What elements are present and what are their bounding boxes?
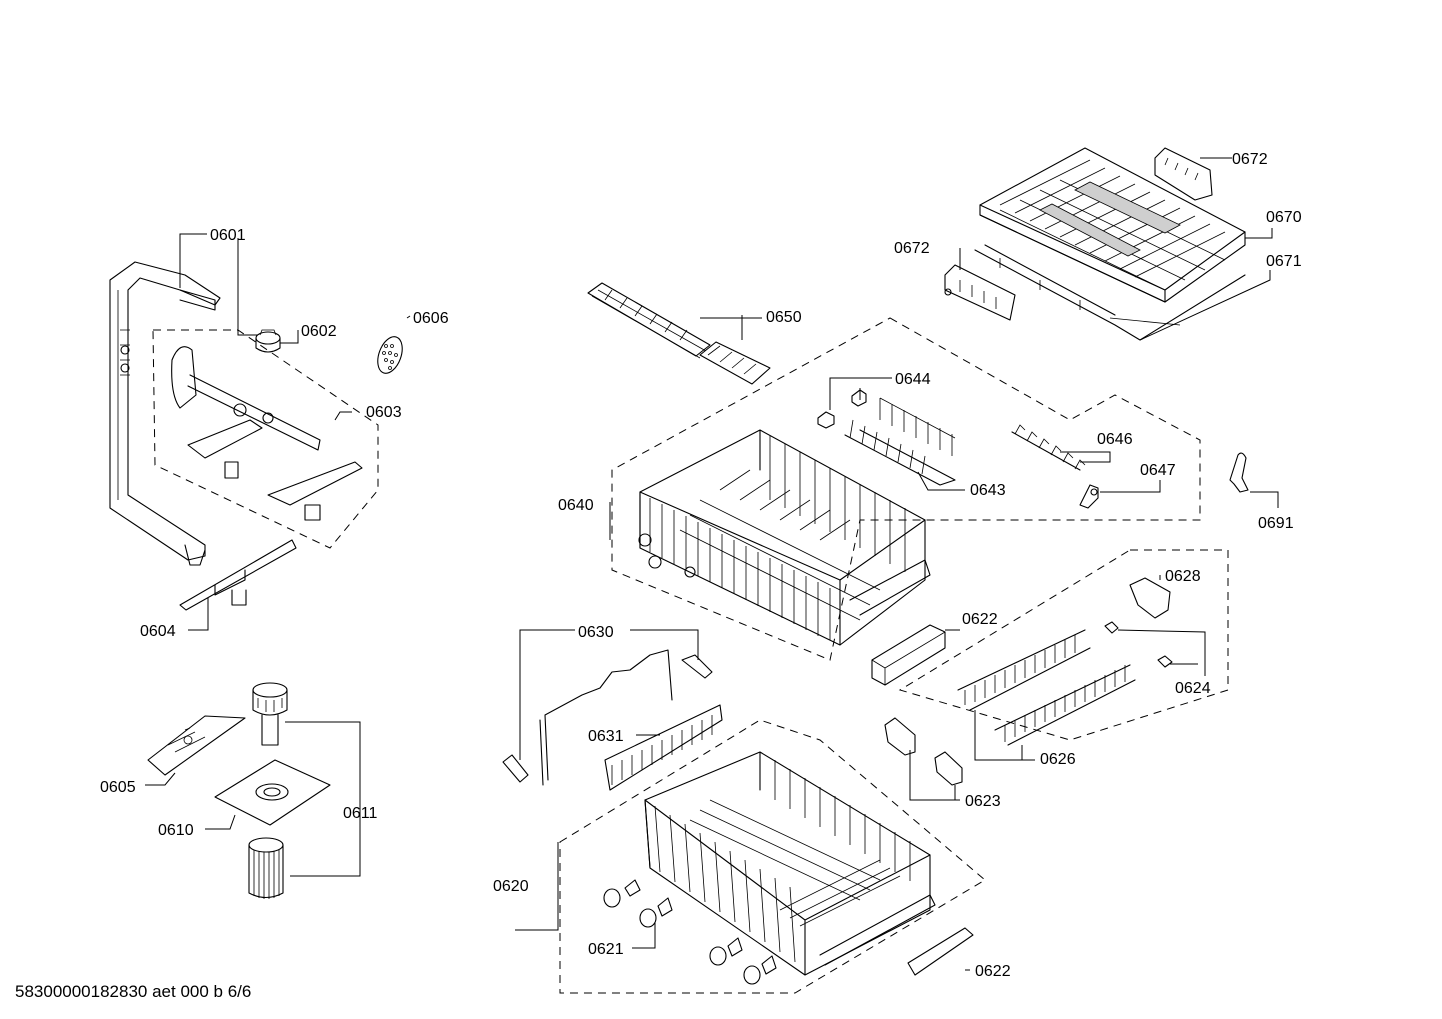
label-0620: 0620	[493, 878, 529, 895]
spray-pipe-0601	[109, 261, 221, 566]
knife-shelf-0650	[587, 282, 771, 385]
label-0640: 0640	[558, 497, 594, 514]
label-0646: 0646	[1097, 431, 1133, 448]
label-0603: 0603	[366, 404, 402, 421]
drawer-rail-0671	[974, 244, 1246, 341]
rail-stop-0672-top	[1154, 147, 1213, 201]
fold-rack-0626	[957, 629, 1136, 746]
label-0670: 0670	[1266, 209, 1302, 226]
clips-0624	[1104, 621, 1173, 668]
group-outline-lower-basket	[559, 719, 986, 994]
wire-rack-0630	[539, 649, 673, 786]
label-0606: 0606	[413, 310, 449, 327]
label-0622-upper: 0622	[962, 611, 998, 628]
cover-0605	[147, 715, 246, 776]
label-0630: 0630	[578, 624, 614, 641]
label-0621: 0621	[588, 941, 624, 958]
latch-0647	[1079, 484, 1099, 509]
clips-0644	[817, 389, 867, 429]
label-0611: 0611	[343, 805, 378, 822]
clips-0623	[884, 717, 963, 786]
clip-0630	[502, 654, 713, 783]
handle-0622	[907, 927, 974, 976]
label-0610: 0610	[158, 822, 194, 839]
label-0604: 0604	[140, 623, 176, 640]
label-0671: 0671	[1266, 253, 1302, 270]
rack-0643	[844, 397, 956, 486]
label-0631: 0631	[588, 728, 624, 745]
label-0691: 0691	[1258, 515, 1294, 532]
tine-rack-0631	[604, 704, 723, 791]
label-0623: 0623	[965, 793, 1001, 810]
label-0672-top: 0672	[1232, 151, 1268, 168]
label-0622-lower: 0622	[975, 963, 1011, 980]
cutlery-drawer-0670	[979, 147, 1246, 303]
part-labels: 0601 0602 0606 0603 0604 0605 0610 0611 …	[100, 151, 1302, 980]
leader-lines	[145, 157, 1279, 971]
label-0628: 0628	[1165, 568, 1201, 585]
fine-filter-0611	[248, 837, 284, 899]
filter-disc-0606	[377, 336, 403, 374]
wheels-0621	[603, 879, 777, 985]
document-footer: 58300000182830 aet 000 b 6/6	[15, 982, 251, 1001]
label-0643: 0643	[970, 482, 1006, 499]
label-0672-left: 0672	[894, 240, 930, 257]
hook-rack-0646	[1011, 424, 1086, 471]
label-0624: 0624	[1175, 680, 1211, 697]
flat-filter-0610	[214, 759, 331, 826]
cup-rack-0622	[871, 624, 946, 686]
upper-basket-0640	[638, 429, 931, 646]
handle-0691	[1229, 452, 1249, 493]
label-0650: 0650	[766, 309, 802, 326]
label-0602: 0602	[301, 323, 337, 340]
label-0601: 0601	[210, 227, 246, 244]
group-outline-upper-basket	[611, 317, 1201, 661]
label-0644: 0644	[895, 371, 931, 388]
label-0626: 0626	[1040, 751, 1076, 768]
filter-top-0611	[252, 682, 288, 746]
lower-spray-arm-0604	[179, 539, 297, 611]
rail-stop-0672-left	[944, 264, 1016, 321]
clip-0628	[1129, 577, 1171, 619]
label-0605: 0605	[100, 779, 136, 796]
nut-0602	[255, 329, 281, 353]
label-0647: 0647	[1140, 462, 1176, 479]
spray-arm-assembly-0603	[171, 346, 363, 521]
group-outline-0603	[152, 329, 379, 549]
lower-basket-0620	[644, 751, 936, 976]
